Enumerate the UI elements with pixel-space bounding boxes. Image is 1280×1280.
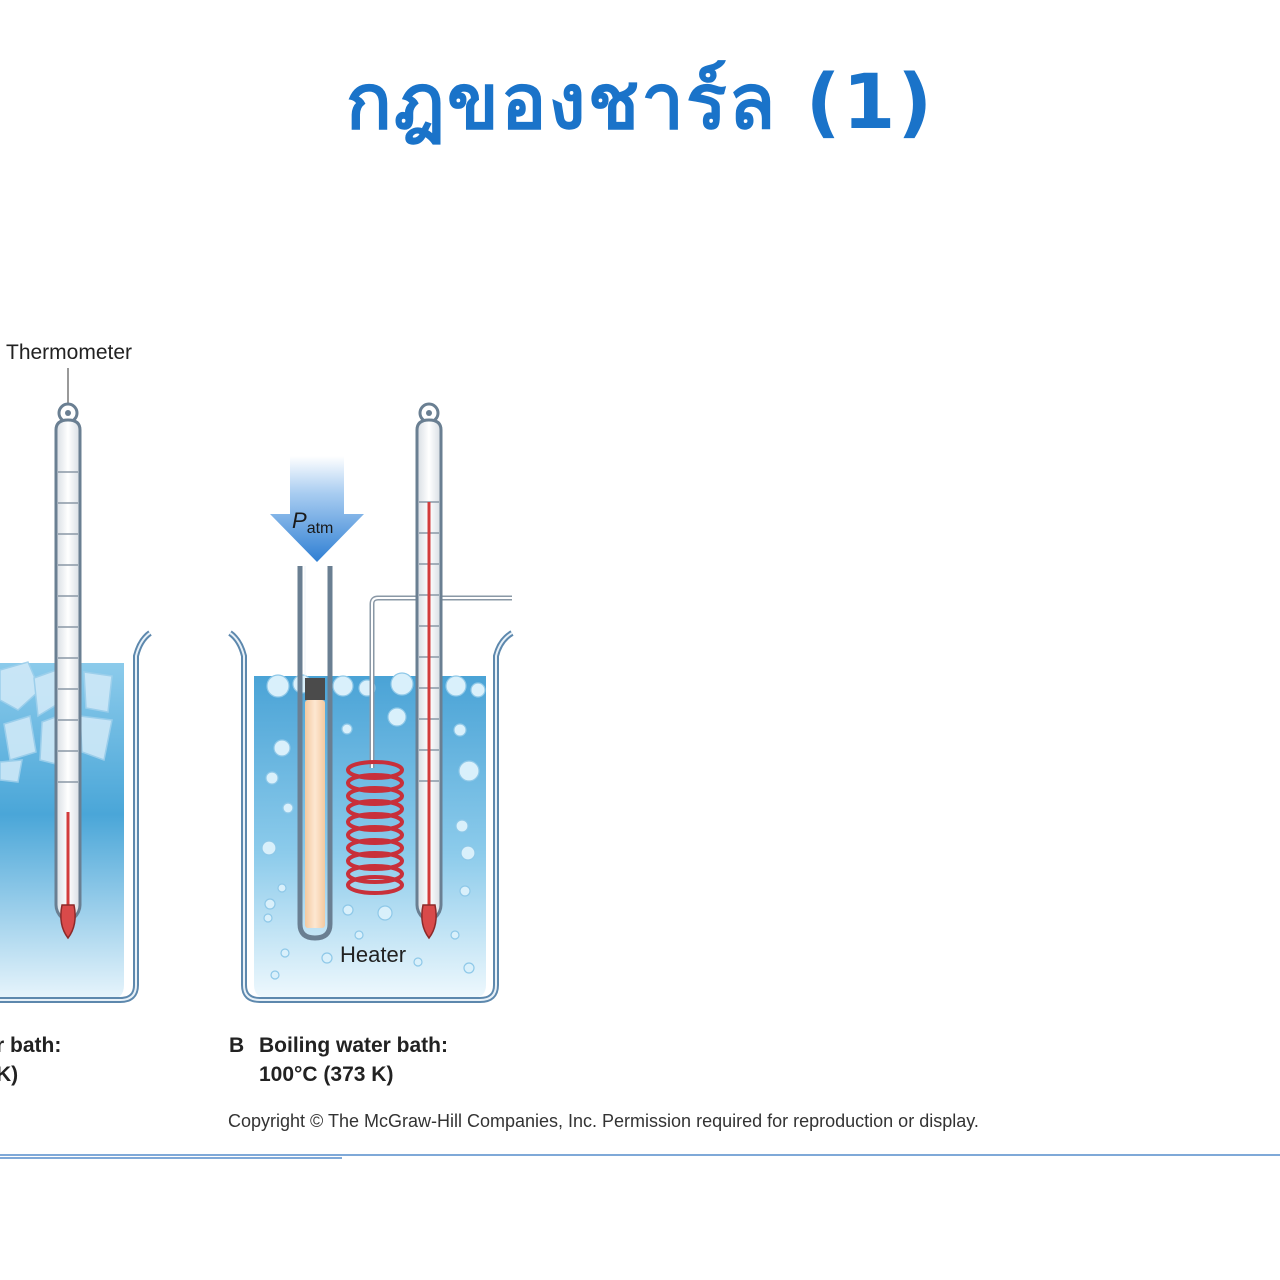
footer-divider [0, 1154, 1280, 1156]
heater-label: Heater [340, 942, 407, 967]
pressure-label: Patm [292, 508, 333, 537]
ice-chunks [0, 661, 113, 783]
heater-coil [346, 760, 404, 895]
thermometer-a [54, 368, 82, 940]
atmospheric-pressure-arrow [270, 456, 364, 562]
caption-b-line1: Boiling water bath: [259, 1034, 448, 1057]
slide-title: กฎของชาร์ล (1) [345, 57, 935, 146]
thermometer-b [415, 402, 443, 940]
copyright-notice: Copyright © The McGraw-Hill Companies, I… [228, 1111, 979, 1131]
gas-tube [297, 566, 333, 941]
caption-a-line2: K) [0, 1063, 19, 1086]
thermometer-label: Thermometer [6, 341, 133, 364]
caption-a-line1: r bath: [0, 1034, 62, 1057]
heater [346, 595, 512, 895]
footer-divider-accent [0, 1157, 342, 1159]
caption-b-line2: 100°C (373 K) [259, 1063, 394, 1086]
caption-b-letter: B [229, 1034, 245, 1057]
